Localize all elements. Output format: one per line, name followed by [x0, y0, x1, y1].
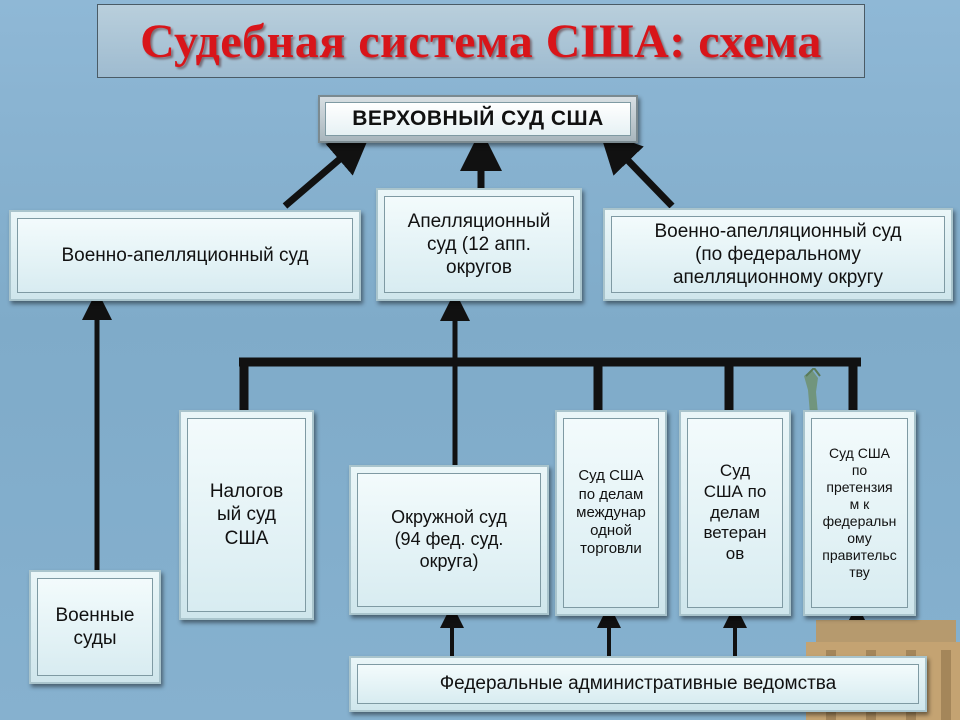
tc-line-2: ый суд [216, 504, 276, 526]
claims-court-label: Суд США по претензия м к федеральн ому п… [811, 418, 908, 608]
vet-line-2: США по [703, 481, 767, 501]
trade-line-4: одной [590, 522, 632, 540]
federal-agencies-label: Федеральные административные ведомства [357, 664, 919, 704]
trade-line-3: междунар [576, 503, 646, 521]
mfa-line-3: апелляционному округу [672, 267, 884, 289]
vet-line-4: ветеран [703, 523, 767, 543]
military-courts-box: Военные суды [29, 570, 161, 684]
title-box: Судебная система США: схема [97, 4, 865, 78]
military-appeals-court-label: Военно-апелляционный суд [17, 218, 353, 293]
vet-line-3: делам [710, 502, 760, 522]
mfa-line-1: Военно-апелляционный суд [654, 220, 902, 242]
veterans-court-box: Суд США по делам ветеран ов [679, 410, 791, 616]
supreme-court-label: ВЕРХОВНЫЙ СУД США [325, 102, 631, 136]
tc-line-3: США [224, 527, 269, 549]
tax-court-box: Налогов ый суд США [179, 410, 314, 620]
claims-line-1: Суд США [829, 444, 890, 461]
claims-line-3: претензия [826, 478, 893, 495]
appeals-line-1: Апелляционный [407, 210, 551, 232]
trade-court-label: Суд США по делам междунар одной торговли [563, 418, 659, 608]
trade-court-box: Суд США по делам междунар одной торговли [555, 410, 667, 616]
claims-line-7: правительс [822, 547, 897, 564]
arrow-mfa-to-supreme [599, 130, 675, 209]
tc-line-1: Налогов [209, 481, 284, 503]
tax-court-label: Налогов ый суд США [187, 418, 306, 612]
claims-line-6: ому [847, 530, 872, 547]
dc-line-1: Окружной суд [391, 507, 507, 528]
appeals-line-3: округов [446, 257, 512, 279]
page-title: Судебная система США: схема [140, 14, 822, 68]
dc-line-3: округа) [419, 550, 479, 571]
claims-line-5: федеральн [822, 513, 897, 529]
district-court-label: Окружной суд (94 фед. суд. округа) [357, 473, 541, 607]
claims-court-box: Суд США по претензия м к федеральн ому п… [803, 410, 916, 616]
claims-line-8: тву [849, 564, 870, 581]
dc-line-2: (94 фед. суд. [394, 529, 504, 550]
military-federal-appeals-box: Военно-апелляционный суд (по федеральном… [603, 208, 953, 301]
military-courts-label: Военные суды [37, 578, 153, 676]
vet-line-1: Суд [719, 461, 751, 481]
military-federal-appeals-label: Военно-апелляционный суд (по федеральном… [611, 216, 945, 293]
vet-line-5: ов [725, 544, 745, 564]
claims-line-4: м к [849, 495, 870, 512]
trade-line-2: по делам [578, 485, 644, 503]
mfa-line-2: (по федеральному [695, 243, 861, 265]
military-appeals-court-box: Военно-апелляционный суд [9, 210, 361, 301]
trade-line-1: Суд США [578, 467, 644, 485]
mc-line-2: суды [73, 628, 117, 649]
statue-torch-icon [804, 368, 821, 414]
federal-agencies-box: Федеральные административные ведомства [349, 656, 927, 712]
district-court-box: Окружной суд (94 фед. суд. округа) [349, 465, 549, 615]
supreme-court-box: ВЕРХОВНЫЙ СУД США [318, 95, 638, 143]
appeals-court-box: Апелляционный суд (12 апп. округов [376, 188, 582, 301]
veterans-court-label: Суд США по делам ветеран ов [687, 418, 783, 608]
arrow-military-to-supreme [282, 132, 371, 209]
mc-line-1: Военные [55, 604, 135, 626]
appeals-line-2: суд (12 апп. [427, 233, 531, 255]
appeals-court-label: Апелляционный суд (12 апп. округов [384, 196, 574, 293]
trade-line-5: торговли [580, 540, 642, 558]
claims-line-2: по [851, 461, 868, 478]
